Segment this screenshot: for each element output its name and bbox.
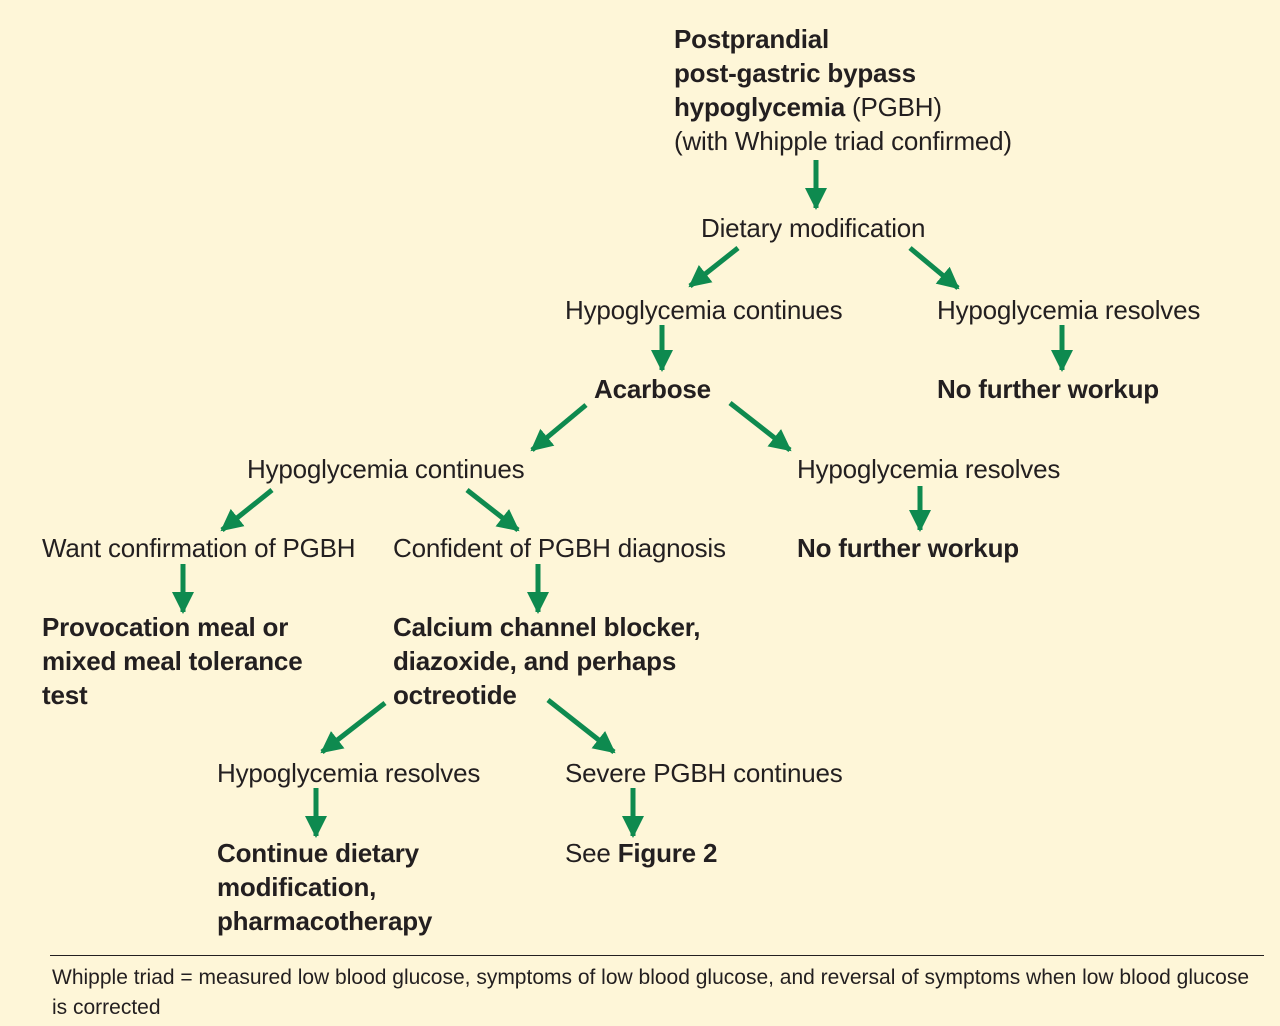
arrow-ccb-to-severe: [546, 698, 616, 754]
continue-line-2: modification,: [217, 872, 377, 902]
arrow-dietary-to-resolves: [908, 246, 960, 290]
start-line-3-rest: (PGBH): [845, 92, 942, 122]
arrow-dietary-to-continues: [688, 246, 740, 288]
start-line-2: post-gastric bypass: [674, 58, 916, 88]
continue-line-3: pharmacotherapy: [217, 906, 433, 936]
footnote-divider: [50, 955, 1264, 956]
severe-pgbh-continues-node: Severe PGBH continues: [565, 758, 843, 788]
hypoglycemia-resolves-node-2: Hypoglycemia resolves: [797, 454, 1061, 484]
see-figure-ref: Figure 2: [617, 838, 718, 868]
calcium-channel-blocker-node: Calcium channel blocker, diazoxide, and …: [393, 610, 701, 712]
acarbose-node: Acarbose: [594, 374, 711, 404]
ccb-line-3: octreotide: [393, 680, 517, 710]
ccb-line-2: diazoxide, and perhaps: [393, 646, 677, 676]
see-figure-node: See Figure 2: [565, 836, 717, 870]
start-line-1: Postprandial: [674, 24, 830, 54]
provocation-line-1: Provocation meal or: [42, 612, 289, 642]
start-line-3: hypoglycemia (PGBH): [674, 90, 1012, 124]
continue-line-1: Continue dietary: [217, 838, 419, 868]
arrow-ccb-to-resolves: [320, 701, 387, 754]
dietary-modification-node: Dietary modification: [701, 213, 926, 243]
start-node: Postprandial post-gastric bypass hypogly…: [674, 22, 1012, 158]
no-further-workup-node-1: No further workup: [937, 374, 1159, 404]
footnote: Whipple triad = measured low blood gluco…: [52, 966, 1250, 1019]
start-line-3-bold: hypoglycemia: [674, 92, 845, 122]
hypoglycemia-resolves-node-3: Hypoglycemia resolves: [217, 758, 481, 788]
provocation-test-node: Provocation meal or mixed meal tolerance…: [42, 610, 303, 712]
ccb-line-1: Calcium channel blocker,: [393, 612, 701, 642]
hypoglycemia-continues-node-2: Hypoglycemia continues: [247, 454, 525, 484]
provocation-line-2: mixed meal tolerance: [42, 646, 303, 676]
confident-diagnosis-node: Confident of PGBH diagnosis: [393, 533, 726, 563]
see-figure-prefix: See: [565, 838, 618, 868]
hypoglycemia-continues-node-1: Hypoglycemia continues: [565, 295, 843, 325]
hypoglycemia-resolves-node-1: Hypoglycemia resolves: [937, 295, 1201, 325]
continue-dietary-node: Continue dietary modification, pharmacot…: [217, 836, 432, 938]
provocation-line-3: test: [42, 680, 88, 710]
arrow-continues-to-want-confirmation: [220, 488, 274, 532]
start-line-4: (with Whipple triad confirmed): [674, 126, 1012, 156]
no-further-workup-node-2: No further workup: [797, 533, 1019, 563]
arrow-continues-to-confident: [465, 488, 520, 532]
arrow-acarbose-to-resolves: [728, 401, 792, 452]
arrow-acarbose-to-continues: [530, 403, 588, 452]
want-confirmation-node: Want confirmation of PGBH: [42, 533, 356, 563]
